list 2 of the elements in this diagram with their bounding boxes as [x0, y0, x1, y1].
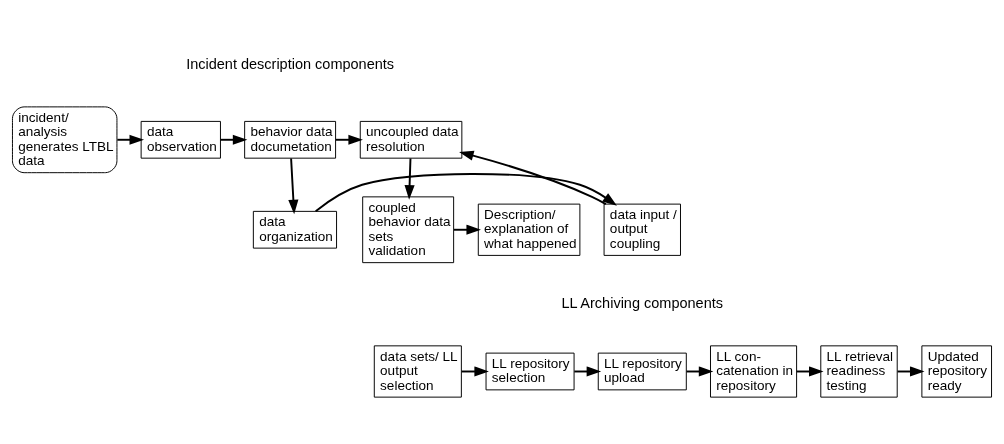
label: LL Archiving components [561, 294, 724, 311]
label: Incident description components [186, 55, 395, 72]
